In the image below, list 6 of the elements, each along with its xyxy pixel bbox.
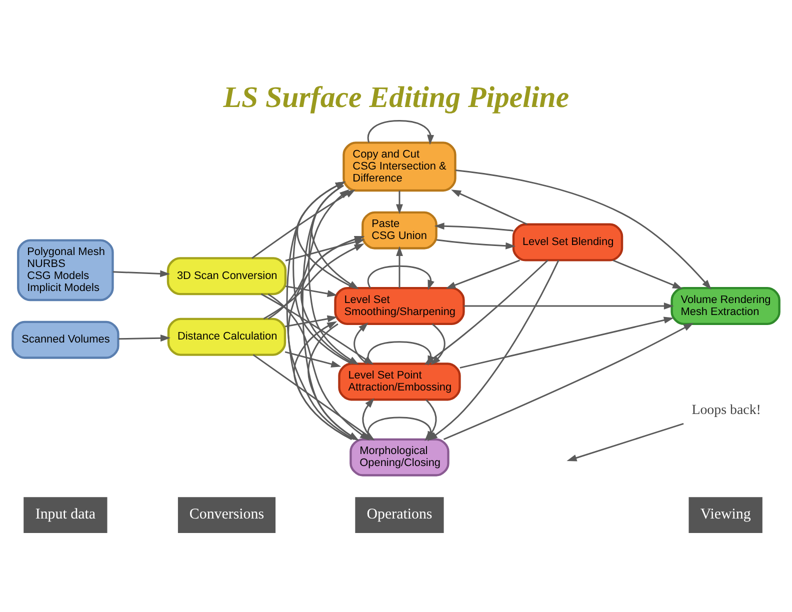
- label: Operations: [366, 506, 432, 522]
- label: Viewing: [700, 506, 751, 522]
- label: Input data: [35, 506, 96, 522]
- label: Conversions: [189, 506, 264, 522]
- diagram-title: LS Surface Editing Pipeline: [223, 80, 570, 114]
- node-text: Loops back!: [692, 402, 761, 418]
